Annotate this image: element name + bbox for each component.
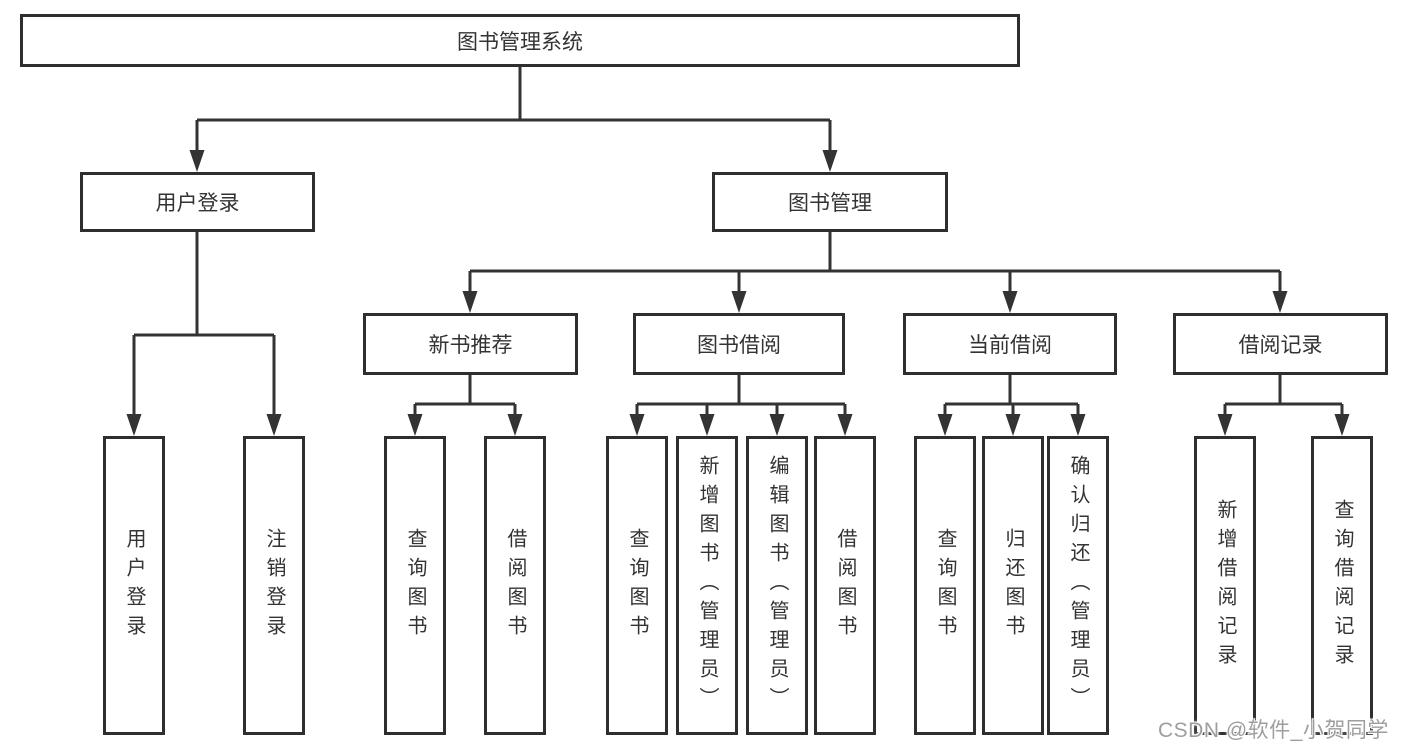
node-root-system: 图书管理系统: [20, 14, 1020, 67]
node-user-login: 用户登录: [80, 172, 315, 232]
node-book-borrow: 图书借阅: [633, 313, 845, 375]
leaf-query-books-recommend: 查询图书: [384, 436, 446, 735]
connector-records-to-leaves: [1223, 375, 1344, 426]
connector-login-to-leaves: [132, 232, 276, 426]
leaf-add-books-admin: 新增图书（管理员）: [676, 436, 738, 735]
node-current-borrow: 当前借阅: [903, 313, 1117, 375]
leaf-confirm-return-admin: 确认归还（管理员）: [1047, 436, 1109, 735]
leaf-query-books-borrow: 查询图书: [606, 436, 668, 735]
node-borrow-records: 借阅记录: [1173, 313, 1388, 375]
leaf-return-books: 归还图书: [982, 436, 1044, 735]
node-new-book-recommend: 新书推荐: [363, 313, 578, 375]
leaf-edit-books-admin: 编辑图书（管理员）: [746, 436, 808, 735]
leaf-borrow-books-recommend: 借阅图书: [484, 436, 546, 735]
leaf-user-login: 用户登录: [103, 436, 165, 735]
node-book-management: 图书管理: [712, 172, 948, 232]
leaf-logout: 注销登录: [243, 436, 305, 735]
watermark-text: CSDN @软件_小贺同学: [1158, 719, 1389, 742]
connector-borrow-to-leaves: [635, 375, 847, 426]
leaf-add-borrow-record: 新增借阅记录: [1194, 436, 1256, 735]
connector-current-to-leaves: [943, 375, 1080, 426]
leaf-borrow-books: 借阅图书: [814, 436, 876, 735]
connector-root-to-branches: [195, 67, 832, 162]
leaf-query-books-current: 查询图书: [914, 436, 976, 735]
connector-mgmt-to-sections: [468, 232, 1282, 303]
leaf-query-borrow-record: 查询借阅记录: [1311, 436, 1373, 735]
connector-recommend-to-leaves: [413, 375, 517, 426]
